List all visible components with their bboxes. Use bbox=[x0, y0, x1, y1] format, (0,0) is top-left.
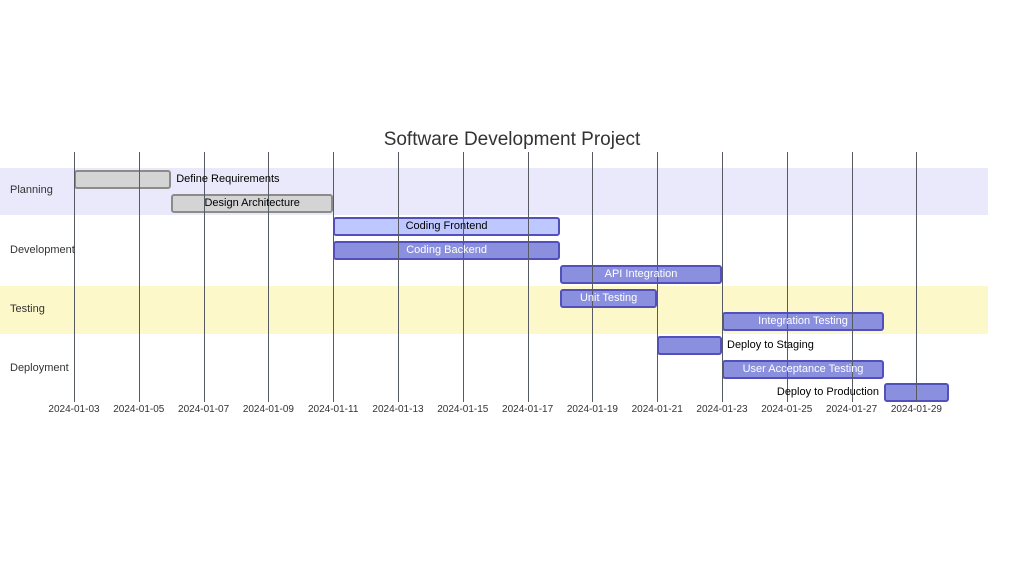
task-label-user-acceptance-testing: User Acceptance Testing bbox=[742, 362, 864, 375]
task-label-deploy-to-staging: Deploy to Staging bbox=[727, 338, 814, 351]
task-label-api-integration: API Integration bbox=[604, 267, 678, 280]
axis-tick-label: 2024-01-25 bbox=[761, 404, 813, 415]
axis-tick-label: 2024-01-29 bbox=[890, 404, 942, 415]
axis-tick-label: 2024-01-09 bbox=[242, 404, 294, 415]
grid-line bbox=[398, 152, 399, 402]
grid-line bbox=[592, 152, 594, 402]
grid-line bbox=[462, 152, 464, 402]
grid-line bbox=[916, 152, 918, 402]
grid-line bbox=[203, 152, 205, 402]
task-label-unit-testing: Unit Testing bbox=[579, 291, 638, 304]
task-label-define-requirements: Define Requirements bbox=[176, 173, 280, 185]
axis-tick-label: 2024-01-17 bbox=[502, 404, 554, 415]
axis-tick-label: 2024-01-23 bbox=[696, 404, 748, 415]
axis-tick-label: 2024-01-15 bbox=[437, 404, 489, 415]
axis-tick-label: 2024-01-19 bbox=[566, 404, 618, 415]
task-label-design-architecture: Design Architecture bbox=[204, 196, 300, 209]
task-bar-user-acceptance-testing bbox=[722, 359, 884, 379]
task-label-deploy-to-production: Deploy to Production bbox=[776, 386, 879, 399]
axis-tick-label: 2024-01-05 bbox=[113, 404, 165, 415]
axis-tick-label: 2024-01-27 bbox=[826, 404, 878, 415]
axis-tick-label: 2024-01-07 bbox=[178, 404, 230, 415]
grid-line bbox=[268, 152, 270, 402]
grid-line bbox=[333, 152, 335, 402]
axis-tick-label: 2024-01-03 bbox=[48, 404, 100, 415]
grid-line bbox=[74, 152, 75, 402]
grid-line bbox=[657, 152, 659, 402]
task-bar-integration-testing bbox=[722, 312, 884, 332]
section-label-testing: Testing bbox=[10, 302, 45, 315]
axis-tick-label: 2024-01-13 bbox=[372, 404, 424, 415]
task-label-integration-testing: Integration Testing bbox=[758, 315, 848, 328]
grid-line bbox=[851, 152, 853, 402]
task-bar-design-architecture bbox=[171, 193, 334, 213]
grid-line bbox=[138, 152, 140, 402]
task-bar-unit-testing bbox=[560, 288, 658, 308]
axis-tick-label: 2024-01-21 bbox=[631, 404, 683, 415]
task-bar-define-requirements bbox=[74, 170, 172, 189]
section-label-planning: Planning bbox=[10, 184, 53, 197]
chart-title: Software Development Project bbox=[383, 129, 641, 150]
axis-tick-label: 2024-01-11 bbox=[307, 404, 359, 415]
section-label-deployment: Deployment bbox=[10, 362, 69, 375]
task-label-coding-backend: Coding Backend bbox=[406, 244, 487, 257]
grid-line bbox=[722, 152, 723, 402]
grid-line bbox=[527, 152, 529, 402]
task-bar-deploy-to-staging bbox=[657, 335, 722, 355]
task-label-coding-frontend: Coding Frontend bbox=[405, 220, 488, 233]
grid-line bbox=[786, 152, 788, 402]
task-bar-api-integration bbox=[560, 264, 722, 284]
section-label-development: Development bbox=[10, 243, 75, 256]
